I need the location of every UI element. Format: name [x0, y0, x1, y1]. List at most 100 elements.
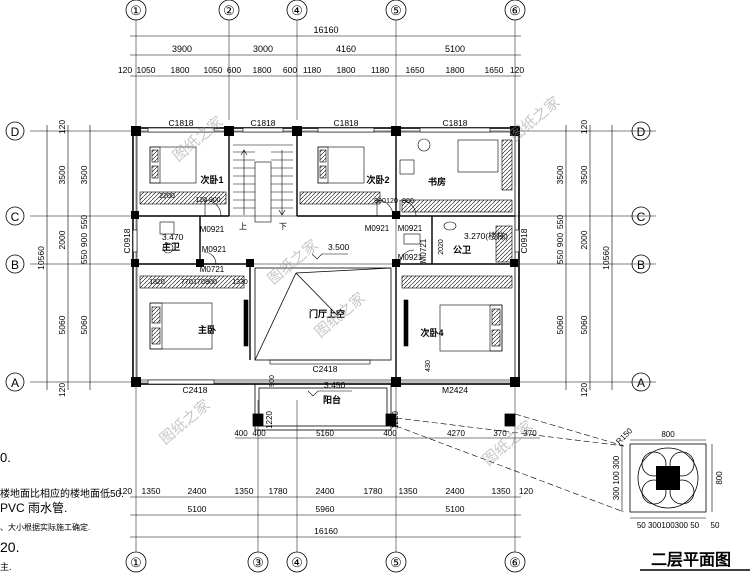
svg-text:0.: 0.	[0, 450, 11, 465]
door-m2424: M2424	[442, 385, 468, 395]
door-m0721-1: M0721	[200, 265, 225, 274]
svg-text:5060: 5060	[79, 315, 89, 334]
svg-text:600: 600	[227, 65, 241, 75]
detail-top-dim: 800	[661, 430, 675, 439]
svg-text:1650: 1650	[406, 65, 425, 75]
left-total: 10560	[36, 246, 46, 270]
svg-text:2200: 2200	[159, 193, 175, 200]
svg-text:1800: 1800	[171, 65, 190, 75]
svg-text:900: 900	[79, 233, 89, 247]
svg-text:120: 120	[57, 383, 67, 397]
axis-top-4: ⑤	[390, 3, 402, 18]
axis-top-1: ①	[130, 3, 142, 18]
svg-text:4270: 4270	[447, 429, 465, 438]
svg-text:图纸之家: 图纸之家	[506, 93, 564, 145]
svg-text:⑥: ⑥	[509, 555, 521, 570]
svg-text:①: ①	[130, 555, 142, 570]
svg-text:120: 120	[118, 486, 132, 496]
svg-text:B: B	[637, 258, 645, 272]
svg-text:PVC 雨水管.: PVC 雨水管.	[0, 500, 67, 515]
svg-text:5060: 5060	[57, 315, 67, 334]
room-balcony: 阳台	[323, 394, 341, 405]
window-c1818-3: C1818	[333, 118, 358, 128]
svg-text:370: 370	[523, 429, 537, 438]
axis-right: D C B A	[631, 121, 651, 392]
svg-text:1220: 1220	[391, 411, 400, 429]
detail-right-dim: 800	[715, 471, 724, 485]
detail-left-dim: 300 100 300	[612, 455, 621, 500]
stair-down-label: 下	[279, 222, 287, 231]
window-c2418-2: C2418	[312, 364, 337, 374]
svg-text:5160: 5160	[316, 429, 334, 438]
svg-text:1050: 1050	[204, 65, 223, 75]
elevation-3270: 3.270(楼梯)	[464, 231, 508, 241]
svg-text:1180: 1180	[303, 65, 322, 75]
top-dim-1: 3900	[172, 44, 192, 54]
svg-text:3500: 3500	[555, 165, 565, 184]
svg-text:1350: 1350	[492, 486, 511, 496]
svg-text:、大小根据实际施工确定.: 、大小根据实际施工确定.	[0, 522, 90, 532]
svg-text:550: 550	[79, 215, 89, 229]
svg-text:120: 120	[510, 65, 524, 75]
bottom-total: 16160	[314, 526, 338, 536]
notes: 0. 楼地面比相应的楼地面低50. PVC 雨水管. 、大小根据实际施工确定. …	[0, 450, 124, 572]
svg-text:A: A	[11, 376, 19, 390]
door-m0921-5: M0921	[398, 253, 423, 262]
svg-text:3500: 3500	[79, 165, 89, 184]
detail-radius: R150	[614, 426, 634, 446]
svg-text:主.: 主.	[0, 561, 12, 572]
svg-text:120: 120	[579, 383, 589, 397]
top-total: 16160	[313, 25, 338, 35]
axis-grid	[30, 20, 656, 552]
svg-text:120: 120	[519, 486, 533, 496]
room-bedroom4: 次卧4	[420, 327, 443, 338]
door-m0921-3: M0921	[365, 224, 390, 233]
room-study: 书房	[428, 176, 446, 187]
svg-text:2400: 2400	[446, 486, 465, 496]
detail-bottom-dim: 50 300100300 50	[637, 521, 700, 530]
svg-text:120: 120	[386, 198, 398, 205]
window-c0918-1: C0918	[122, 228, 132, 253]
svg-text:1800: 1800	[253, 65, 272, 75]
svg-text:770: 770	[181, 279, 193, 286]
svg-text:③: ③	[252, 555, 264, 570]
svg-text:④: ④	[291, 555, 303, 570]
door-m0721-2: M0721	[419, 238, 428, 263]
svg-text:900: 900	[402, 198, 414, 205]
svg-text:170: 170	[193, 279, 205, 286]
svg-text:1800: 1800	[446, 65, 465, 75]
svg-text:D: D	[11, 125, 20, 139]
axis-top-5: ⑥	[509, 3, 521, 18]
svg-text:120 900: 120 900	[195, 197, 220, 204]
axis-top-3: ④	[291, 3, 303, 18]
bottom-dimensions	[130, 496, 521, 538]
svg-text:430: 430	[425, 360, 432, 372]
svg-text:D: D	[637, 125, 646, 139]
furniture	[139, 138, 513, 352]
svg-text:900: 900	[374, 198, 386, 205]
svg-text:2000: 2000	[57, 230, 67, 249]
door-m0921-1: M0921	[200, 225, 225, 234]
axis-left: D C B A	[5, 121, 25, 392]
hall-void	[254, 267, 392, 361]
window-c2418-1: C2418	[182, 385, 207, 395]
window-c1818-1: C1818	[168, 118, 193, 128]
svg-text:3500: 3500	[579, 165, 589, 184]
svg-text:400: 400	[252, 429, 266, 438]
svg-text:550: 550	[555, 250, 565, 264]
svg-text:⑤: ⑤	[390, 555, 402, 570]
svg-text:1800: 1800	[337, 65, 356, 75]
svg-text:C: C	[637, 210, 646, 224]
svg-text:C: C	[11, 210, 20, 224]
room-bedroom1: 次卧1	[200, 174, 223, 185]
top-dim-2: 3000	[253, 44, 273, 54]
svg-text:1780: 1780	[269, 486, 288, 496]
interior-walls	[136, 131, 515, 382]
balcony	[252, 383, 516, 431]
svg-text:900: 900	[205, 279, 217, 286]
svg-text:1350: 1350	[399, 486, 418, 496]
top-dim-4: 5100	[445, 44, 465, 54]
top-dimensions	[130, 35, 521, 77]
